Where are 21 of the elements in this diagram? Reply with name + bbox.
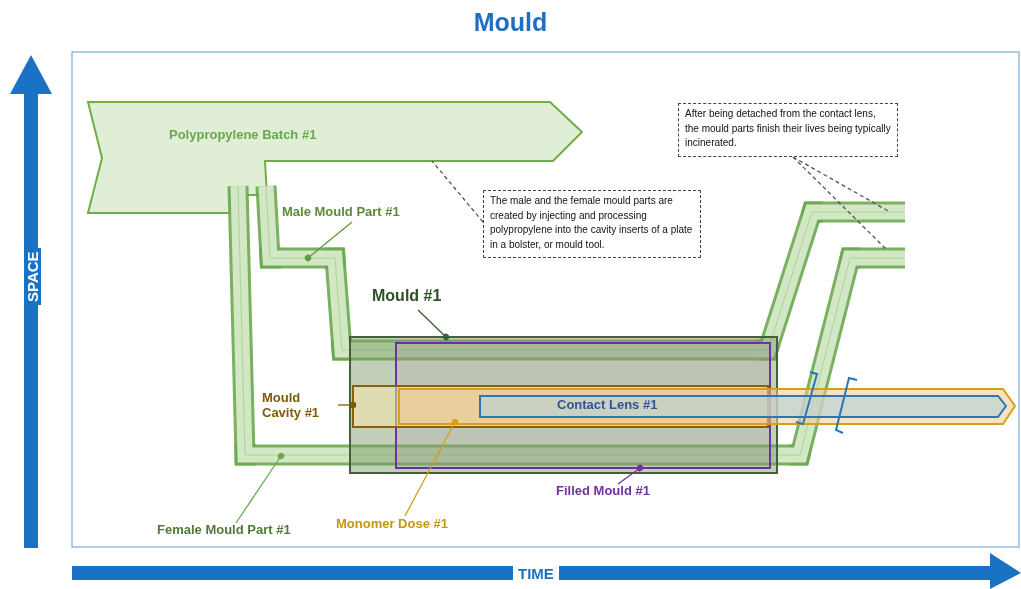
part-label: Monomer Dose #1 — [336, 517, 448, 532]
leader-line — [304, 221, 353, 262]
lens-label: Contact Lens #1 — [557, 398, 658, 413]
dose-outline — [398, 388, 1016, 425]
note-box: After being detached from the contact lens, the mould parts finish their lives being typically incinerated. — [678, 103, 898, 157]
band-label: Polypropylene Batch #1 — [169, 128, 317, 143]
part-label: Mould Cavity #1 — [262, 391, 336, 421]
leader-line — [337, 401, 357, 409]
leader-line — [417, 309, 450, 341]
part-label: Male Mould Part #1 — [282, 205, 400, 220]
axis-label: TIME — [513, 565, 559, 583]
leader-line — [235, 452, 285, 524]
part-label: Mould #1 — [372, 287, 442, 306]
part-label: Filled Mould #1 — [556, 484, 650, 499]
leader-line — [617, 464, 644, 485]
leader-line — [404, 418, 459, 517]
dashed-leader-line — [792, 156, 891, 213]
title: Mould — [472, 8, 549, 37]
dashed-leader-line — [431, 160, 484, 223]
dashed-leader-line — [792, 156, 888, 251]
part-label: Female Mould Part #1 — [157, 523, 291, 538]
